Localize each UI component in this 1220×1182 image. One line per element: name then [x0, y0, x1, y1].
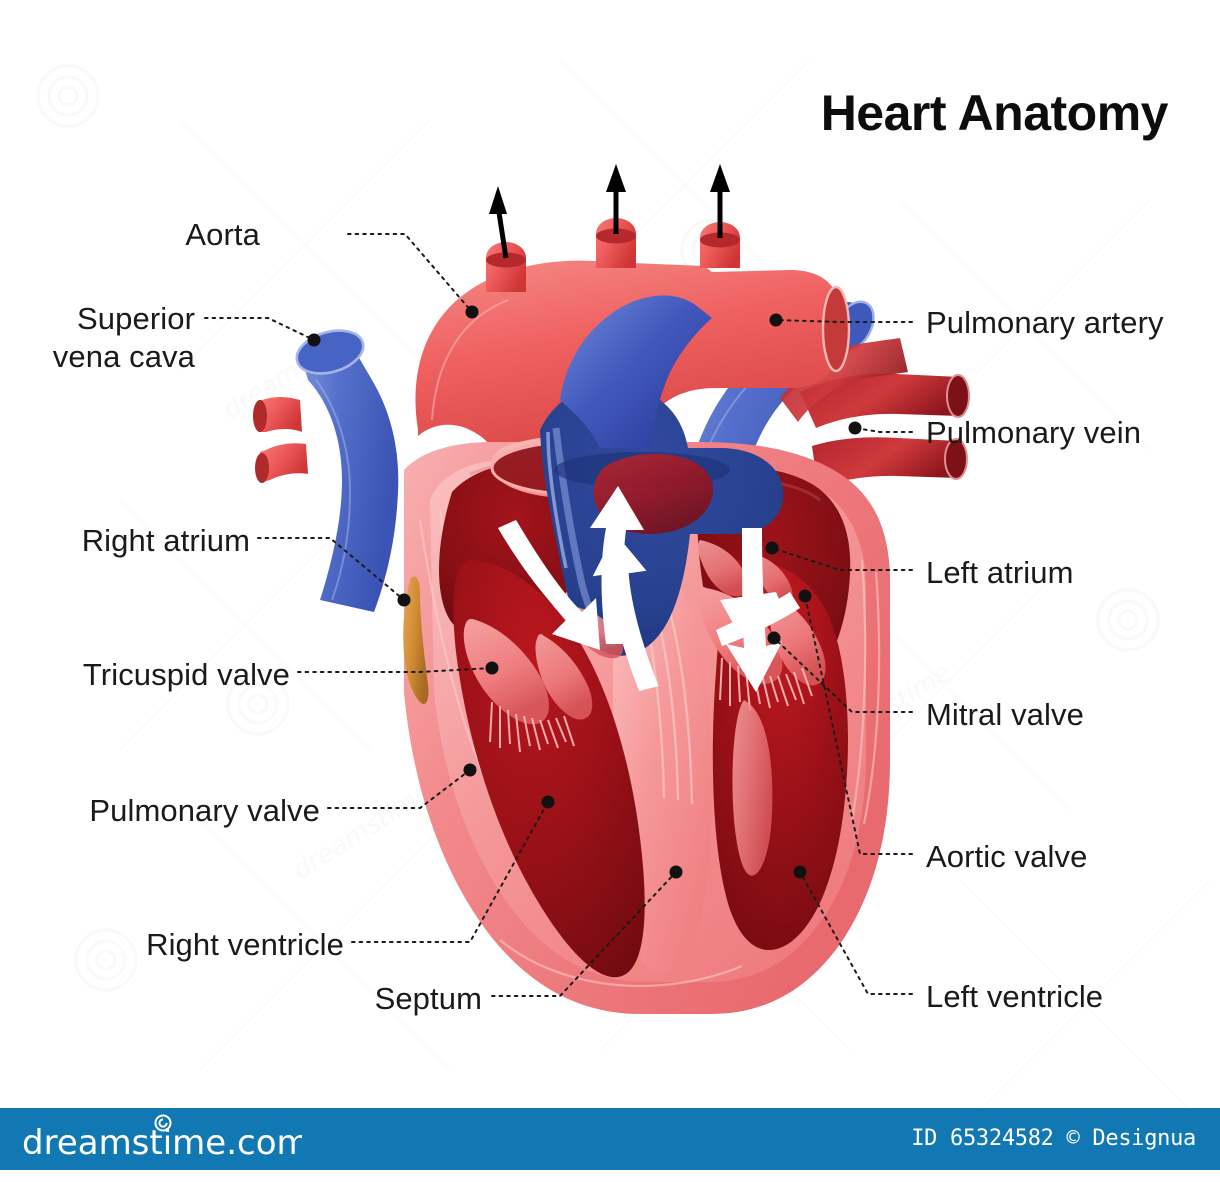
tricuspid-valve — [463, 619, 593, 753]
left-subclavian-arrow — [710, 164, 730, 238]
label-superior-vena-cava: Superior vena cava — [52, 301, 195, 374]
leader-tricuspid-valve — [297, 667, 493, 673]
leader-septum — [491, 871, 677, 997]
page-title: Heart Anatomy — [820, 85, 1169, 141]
left-common-carotid-arrow — [606, 164, 626, 234]
dreamstime-logo-text: dreamstime.com — [22, 1123, 302, 1163]
aortic-valve — [698, 540, 793, 605]
leader-pulmonary-vein — [854, 427, 913, 433]
flow-arrow-ra-inflow — [498, 520, 600, 650]
leader-right-atrium — [257, 537, 405, 601]
label-pulmonary-vein: Pulmonary vein — [926, 415, 1142, 450]
label-aorta: Aorta — [185, 217, 260, 252]
label-aortic-valve: Aortic valve — [926, 839, 1088, 874]
left-side-vessel-stubs — [253, 397, 308, 483]
dreamstime-logo: dreamstime.com — [22, 1114, 302, 1163]
flow-arrow-pulmonary-trunk — [590, 486, 644, 644]
flow-arrows — [498, 486, 800, 692]
label-septum: Septum — [374, 981, 482, 1016]
leader-lines — [204, 233, 913, 997]
leader-aortic-valve — [804, 595, 913, 855]
superior-vena-cava-vessel — [295, 329, 399, 612]
brachiocephalic-arrow — [489, 186, 509, 259]
label-pulmonary-artery: Pulmonary artery — [926, 305, 1164, 340]
leader-aorta — [347, 233, 473, 313]
label-left-atrium: Left atrium — [926, 555, 1074, 590]
label-right-atrium: Right atrium — [81, 523, 250, 558]
spiral-icon — [154, 1114, 172, 1132]
image-id-credit: ID 65324582 © Designua — [911, 1126, 1196, 1151]
leader-pulmonary-artery — [775, 319, 913, 323]
leader-dots — [307, 305, 862, 879]
label-left-ventricle: Left ventricle — [926, 979, 1104, 1014]
dreamstime-footer-bar: dreamstime.com ID 65324582 © Designua — [0, 1108, 1220, 1170]
leader-right-ventricle — [351, 801, 549, 943]
leader-mitral-valve — [773, 637, 913, 713]
label-tricuspid-valve: Tricuspid valve — [82, 657, 290, 692]
flow-arrow-la-to-lv — [726, 528, 782, 692]
pulmonary-vein-vessel — [780, 338, 970, 488]
label-right-ventricle: Right ventricle — [146, 927, 344, 962]
label-pulmonary-valve: Pulmonary valve — [89, 793, 320, 828]
papillary-muscle — [732, 700, 773, 876]
vessel-arrows — [489, 164, 730, 259]
leader-left-atrium — [771, 547, 913, 571]
leader-left-ventricle — [799, 871, 913, 995]
label-mitral-valve: Mitral valve — [926, 697, 1084, 732]
leader-svc — [204, 317, 315, 341]
leader-pulmonary-valve — [327, 769, 471, 809]
